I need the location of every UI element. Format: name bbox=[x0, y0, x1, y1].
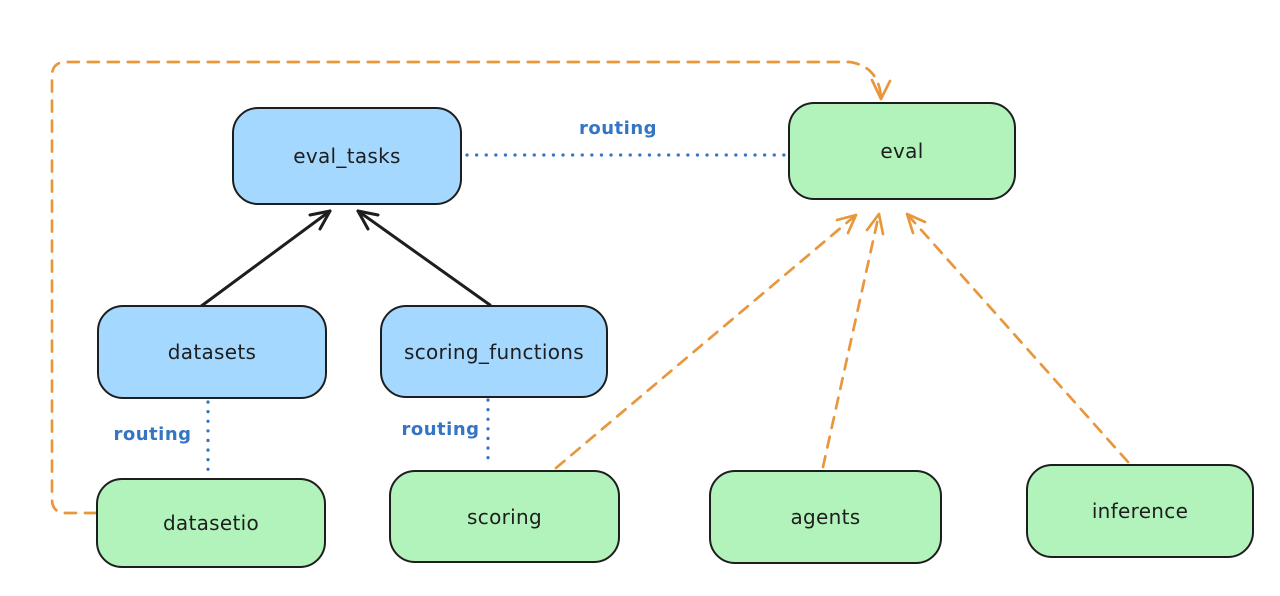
edge-scoring-functions-to-eval-tasks bbox=[356, 209, 492, 307]
edge-scoring-to-eval bbox=[554, 213, 858, 470]
edge-inference-to-eval bbox=[905, 212, 1130, 464]
node-datasets: datasets bbox=[97, 305, 327, 399]
node-eval-tasks: eval_tasks bbox=[232, 107, 462, 205]
node-eval: eval bbox=[788, 102, 1016, 200]
node-inference-label: inference bbox=[1091, 499, 1189, 523]
node-agents: agents bbox=[709, 470, 942, 564]
node-scoring-functions: scoring_functions bbox=[380, 305, 608, 398]
edge-datasets-to-eval-tasks bbox=[198, 209, 332, 309]
edge-label-routing-left: routing bbox=[113, 424, 192, 445]
node-agents-label: agents bbox=[790, 505, 861, 529]
node-eval-tasks-label: eval_tasks bbox=[293, 144, 401, 168]
edge-agents-to-eval bbox=[821, 212, 885, 469]
edge-label-routing-top: routing bbox=[578, 118, 658, 139]
node-scoring-label: scoring bbox=[467, 504, 542, 529]
node-datasetio-label: datasetio bbox=[162, 511, 260, 535]
node-eval-label: eval bbox=[880, 139, 924, 163]
edge-datasetio-to-eval bbox=[50, 60, 892, 515]
node-datasetio: datasetio bbox=[96, 478, 326, 568]
node-scoring: scoring bbox=[389, 470, 620, 563]
node-scoring-functions-label: scoring_functions bbox=[403, 339, 585, 364]
edge-label-routing-mid: routing bbox=[401, 419, 480, 440]
node-datasets-label: datasets bbox=[167, 340, 257, 364]
node-inference: inference bbox=[1026, 464, 1254, 558]
